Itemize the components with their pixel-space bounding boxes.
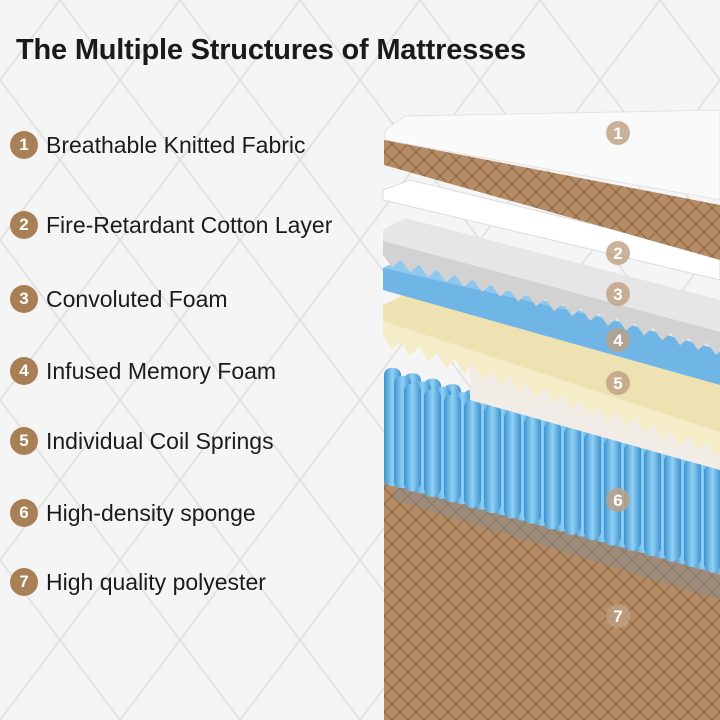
coil-spring: [524, 416, 541, 522]
coil-spring: [664, 454, 681, 560]
coil-spring: [404, 384, 421, 490]
coil-spring: [584, 433, 601, 539]
coil-spring: [644, 449, 661, 555]
coil-spring: [484, 406, 501, 512]
diagram-number-label: 2: [613, 244, 622, 263]
diagram-number-label: 7: [613, 607, 622, 626]
coil-spring: [464, 400, 481, 506]
diagram-number-label: 3: [613, 285, 622, 304]
coil-spring: [504, 411, 521, 517]
coil-spring: [424, 389, 441, 495]
coil-spring: [544, 422, 561, 528]
diagram-number-label: 6: [613, 491, 622, 510]
coil-spring: [684, 460, 701, 566]
coil-spring: [704, 465, 720, 571]
diagram-number-label: 4: [613, 331, 623, 350]
coil-spring: [444, 395, 461, 501]
diagram-number-label: 1: [613, 124, 622, 143]
coil-spring: [564, 427, 581, 533]
diagram-number-label: 5: [613, 374, 622, 393]
